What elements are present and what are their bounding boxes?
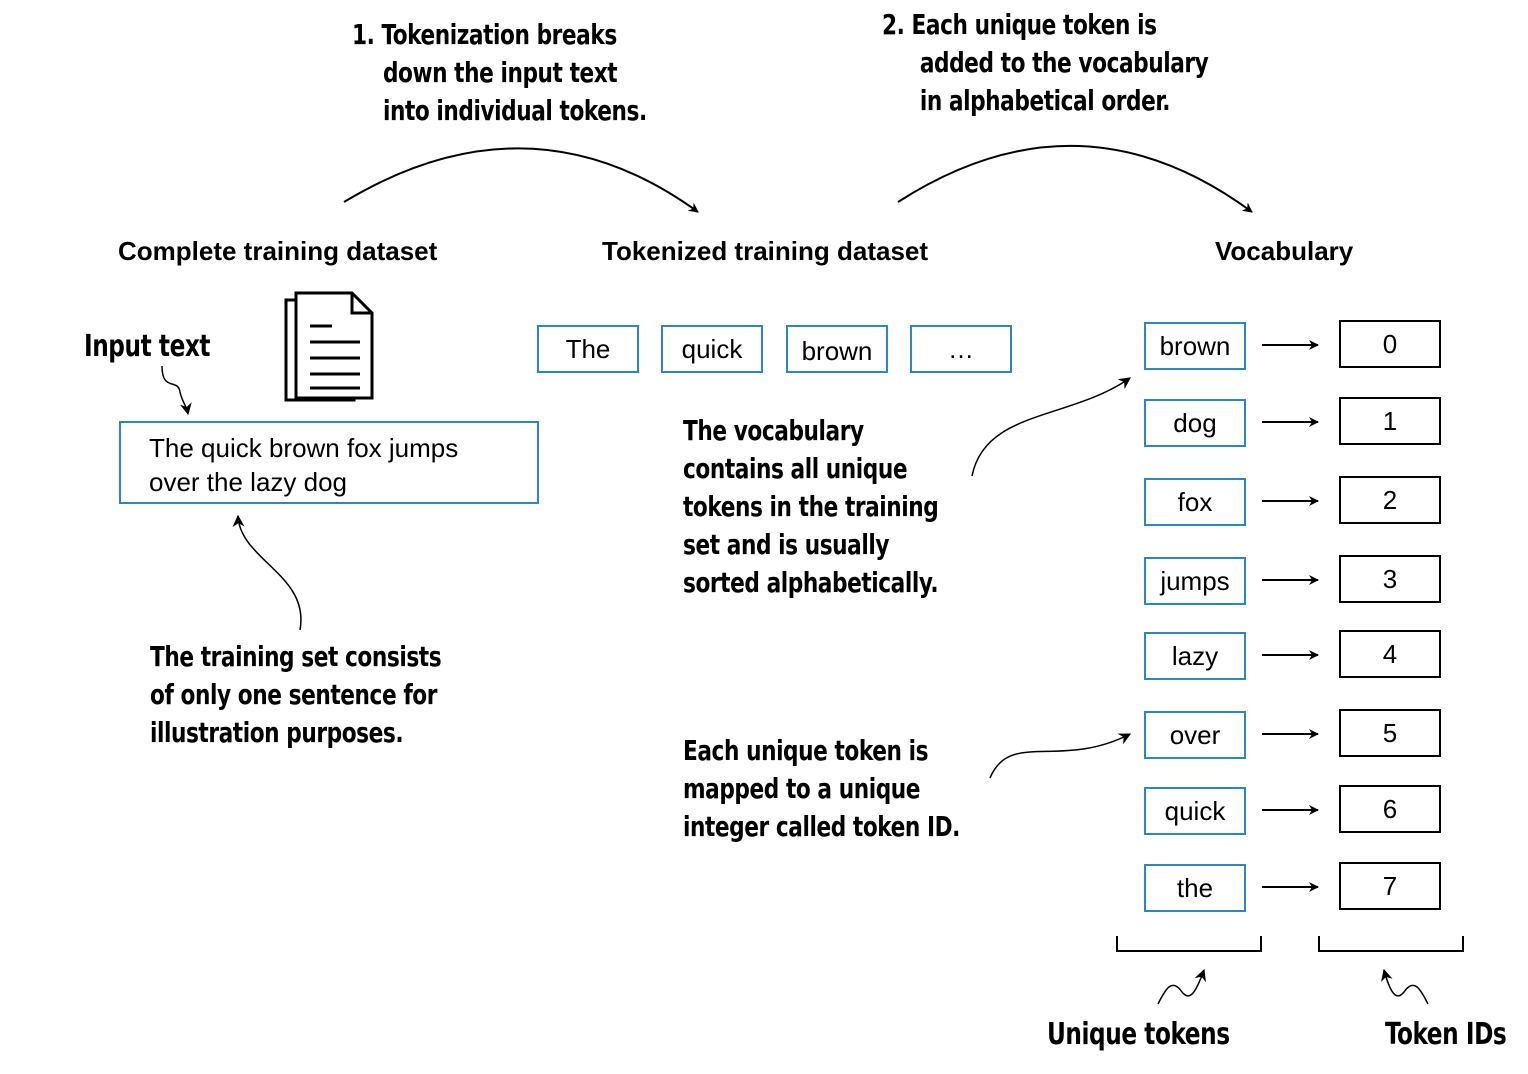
vocabulary-heading: Vocabulary [1215,236,1354,266]
step1-line2: down the input text [382,56,618,89]
vocab-note-line: set and is usually [683,528,890,561]
vocab-note-pointer-arrow [971,377,1131,477]
token-ids-bracket [1318,936,1464,952]
vocab-note-line: sorted alphabetically. [683,566,939,599]
mapping-note-pointer-arrow [989,733,1132,779]
token-id-box: 2 [1339,476,1441,524]
unique-tokens-pointer-arrow [1157,968,1206,1005]
training-set-note-line: illustration purposes. [150,716,404,749]
token-ids-pointer-arrow [1381,968,1429,1005]
tokenized-token: quick [661,325,763,373]
step2-note: 2. Each unique token is added to the voc… [882,6,1209,120]
step2-line1: 2. Each unique token is [882,8,1157,41]
vocabulary-token: fox [1144,478,1246,526]
vocabulary-token: quick [1144,787,1246,835]
token-id-box: 1 [1339,397,1441,445]
token-id-box: 3 [1339,555,1441,603]
input-text-box: The quick brown fox jumps over the lazy … [119,421,539,504]
token-id-box: 4 [1339,630,1441,678]
complete-dataset-heading: Complete training dataset [118,236,438,266]
mapping-note-line: Each unique token is [683,734,929,767]
mapping-note-line: mapped to a unique [683,772,921,805]
input-text-pointer-arrow [161,365,192,416]
step1-line3: into individual tokens. [382,94,647,127]
training-set-note-line: of only one sentence for [150,678,438,711]
step2-line2: added to the vocabulary [919,46,1209,79]
unique-tokens-label: Unique tokens [1047,1017,1230,1052]
step1-line1: 1. Tokenization breaks [352,18,617,51]
vocabulary-token: lazy [1144,632,1246,680]
token-id-box: 5 [1339,709,1441,757]
vocabulary-token: dog [1144,399,1246,447]
token-id-box: 0 [1339,320,1441,368]
input-text-label: Input text [84,329,211,364]
token-id-box: 7 [1339,862,1441,910]
step2-line3: in alphabetical order. [919,84,1171,117]
mapping-note-line: integer called token ID. [683,810,960,843]
vocab-note-line: tokens in the training [683,490,939,523]
unique-tokens-bracket [1116,936,1262,952]
vocabulary-token: brown [1144,322,1246,370]
step2-arc-arrow [897,144,1253,213]
vocab-note-line: The vocabulary [683,414,864,447]
vocab-note: The vocabulary contains all unique token… [683,412,939,602]
step1-arc-arrow [343,147,699,213]
training-set-pointer-arrow [232,514,302,631]
vocabulary-token: over [1144,711,1246,759]
input-text-line1: The quick brown fox jumps [149,433,459,463]
tokenized-token: The [537,325,639,373]
vocabulary-token: the [1144,864,1246,912]
document-icon [284,291,374,402]
step1-note: 1. Tokenization breaks down the input te… [352,16,647,130]
vocab-note-line: contains all unique [683,452,908,485]
tokenized-token-ellipsis: … [910,325,1012,373]
token-ids-label: Token IDs [1385,1017,1507,1052]
mapping-note: Each unique token is mapped to a unique … [683,732,960,846]
input-text-line2: over the lazy dog [149,467,348,497]
tokenized-token: brown [786,325,888,373]
token-id-box: 6 [1339,785,1441,833]
vocabulary-token: jumps [1144,557,1246,605]
tokenized-dataset-heading: Tokenized training dataset [602,236,929,266]
training-set-note-line: The training set consists [150,640,442,673]
training-set-note: The training set consists of only one se… [150,638,442,752]
